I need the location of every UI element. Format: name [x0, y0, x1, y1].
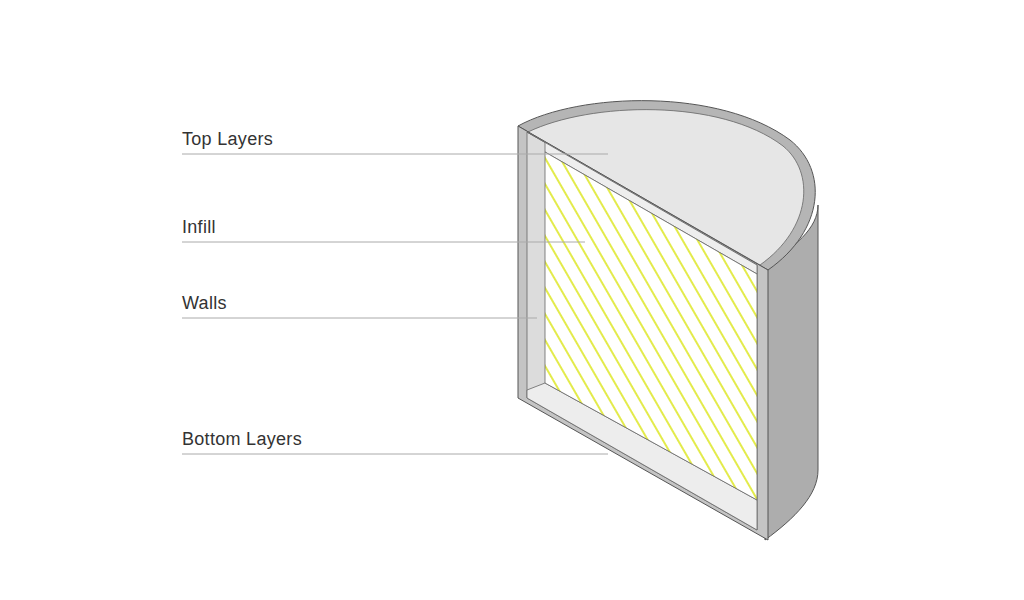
- infill-hatching: [500, 100, 800, 550]
- leader-line: [182, 242, 585, 243]
- leader-line: [182, 318, 537, 319]
- part-label: Bottom Layers: [182, 429, 302, 449]
- part-label: Top Layers: [182, 129, 273, 149]
- leader-line: [182, 154, 608, 155]
- infill-outline: [545, 152, 757, 500]
- part-label: Walls: [182, 293, 227, 313]
- part-label: Infill: [182, 217, 216, 237]
- leader-line: [182, 454, 608, 455]
